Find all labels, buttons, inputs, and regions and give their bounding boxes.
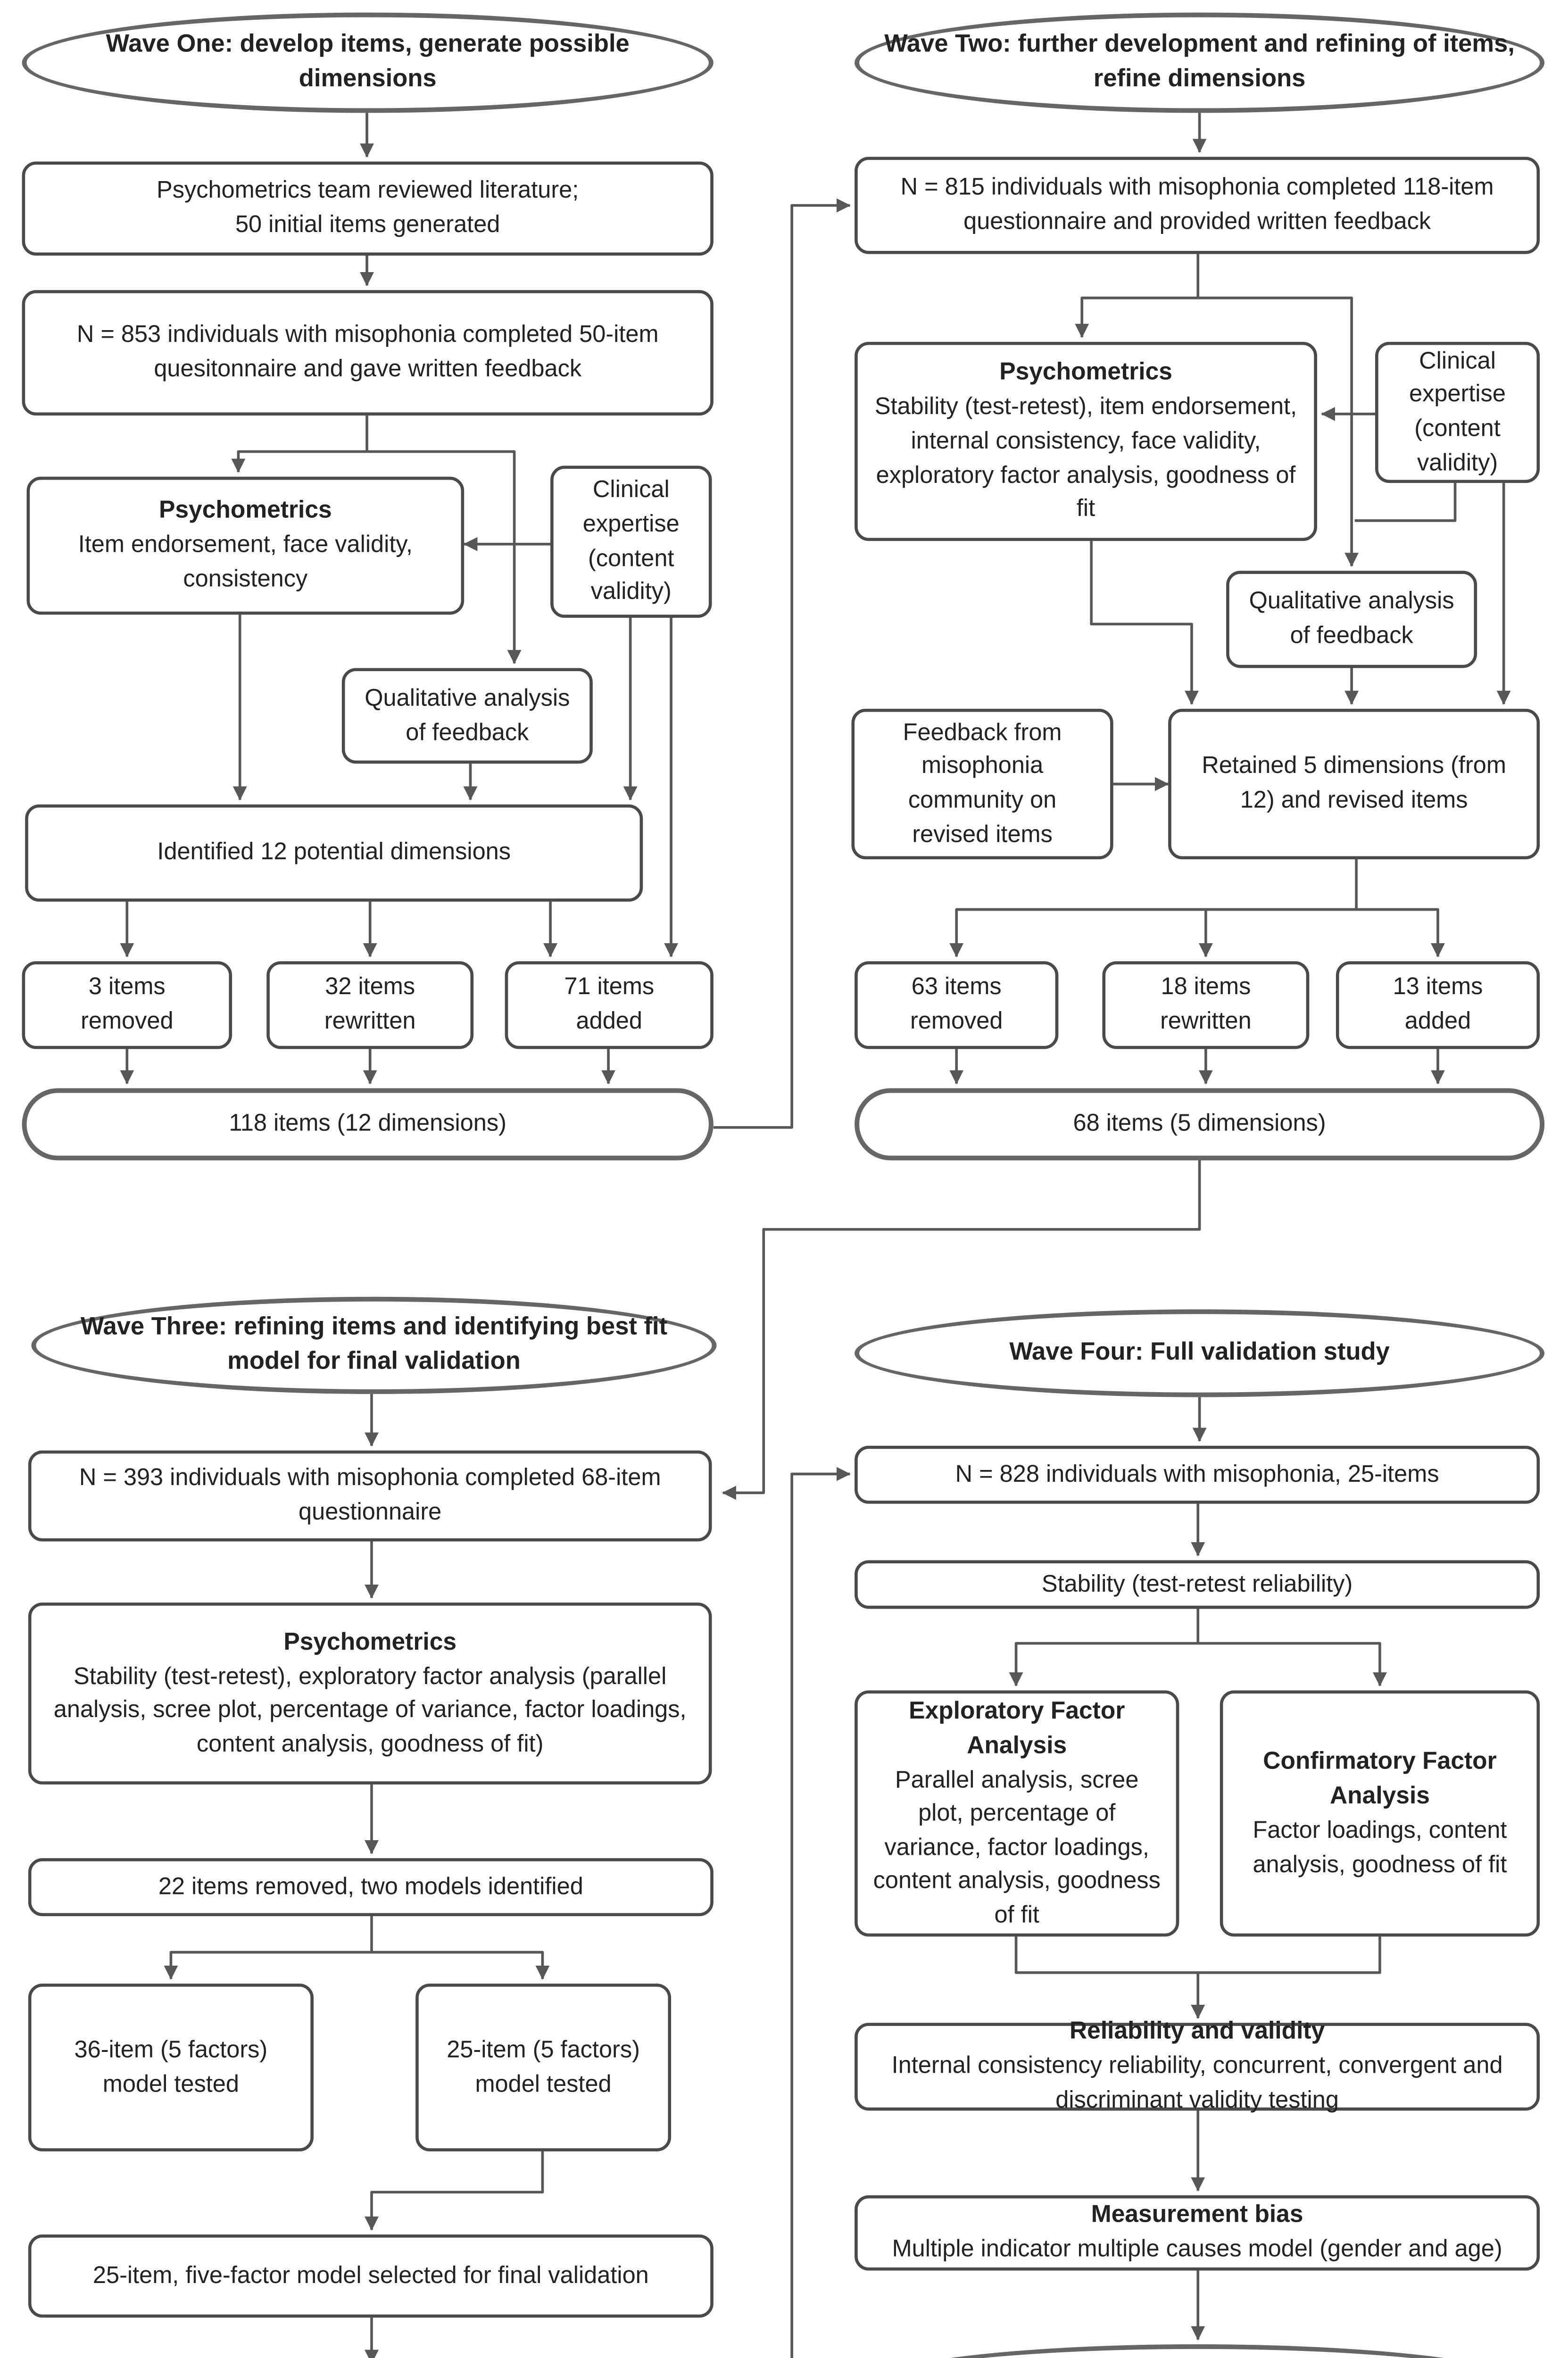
box-25-item-model: 25-item (5 factors) model tested bbox=[415, 1984, 672, 2151]
box-measurement-bias-body: Multiple indicator multiple causes model… bbox=[892, 2236, 1502, 2263]
box-3-items-removed: 3 items removed bbox=[22, 961, 232, 1049]
box-psychometrics-wave3-body: Stability (test-retest), exploratory fac… bbox=[53, 1663, 687, 1758]
box-measurement-bias-title: Measurement bias bbox=[1091, 2202, 1303, 2229]
box-psychometrics-wave2-title: Psychometrics bbox=[999, 359, 1172, 387]
box-qualitative-analysis-wave1-label: Qualitative analysis of feedback bbox=[365, 685, 570, 746]
box-71-items-added: 71 items added bbox=[505, 961, 713, 1049]
box-25-item-selected: 25-item, five-factor model selected for … bbox=[28, 2234, 713, 2318]
box-qualitative-analysis-wave1: Qualitative analysis of feedback bbox=[341, 668, 593, 764]
box-n853-label: N = 853 individuals with misophonia comp… bbox=[76, 322, 659, 383]
box-psychometrics-wave1-title: Psychometrics bbox=[159, 498, 332, 524]
box-literature-review: Psychometrics team reviewed literature; … bbox=[22, 161, 713, 256]
oval-wave-two-label: Wave Two: further development and refini… bbox=[884, 31, 1515, 93]
box-n393-label: N = 393 individuals with misophonia comp… bbox=[79, 1465, 661, 1526]
box-clinical-expertise-wave2-label: Clinical expertise (content validity) bbox=[1409, 348, 1506, 476]
oval-wave-three: Wave Three: refining items and identifyi… bbox=[31, 1296, 717, 1394]
box-stability-label: Stability (test-retest reliability) bbox=[1041, 1570, 1353, 1598]
oval-118-items: 118 items (12 dimensions) bbox=[22, 1088, 713, 1161]
box-n815: N = 815 individuals with misophonia comp… bbox=[855, 157, 1540, 254]
box-71-items-added-label: 71 items added bbox=[564, 974, 655, 1035]
oval-wave-one-label: Wave One: develop items, generate possib… bbox=[106, 31, 630, 93]
box-identified-dimensions-label: Identified 12 potential dimensions bbox=[157, 839, 511, 866]
box-63-items-removed-label: 63 items removed bbox=[910, 974, 1003, 1035]
box-18-items-rewritten: 18 items rewritten bbox=[1102, 961, 1310, 1049]
box-psychometrics-wave2-body: Stability (test-retest), item endorsemen… bbox=[874, 394, 1297, 523]
box-36-item-model-label: 36-item (5 factors) model tested bbox=[74, 2036, 268, 2098]
box-22-items-removed: 22 items removed, two models identified bbox=[28, 1858, 713, 1917]
box-n853: N = 853 individuals with misophonia comp… bbox=[22, 290, 713, 416]
box-36-item-model: 36-item (5 factors) model tested bbox=[28, 1984, 314, 2151]
box-25-item-selected-label: 25-item, five-factor model selected for … bbox=[92, 2262, 649, 2289]
box-exploratory-factor-analysis: Exploratory Factor Analysis Parallel ana… bbox=[855, 1690, 1179, 1937]
box-confirmatory-factor-analysis: Confirmatory Factor Analysis Factor load… bbox=[1220, 1690, 1540, 1937]
box-psychometrics-wave1: Psychometrics Item endorsement, face val… bbox=[26, 476, 465, 615]
box-clinical-expertise-wave2: Clinical expertise (content validity) bbox=[1375, 341, 1540, 483]
box-psychometrics-wave2: Psychometrics Stability (test-retest), i… bbox=[855, 341, 1317, 541]
box-measurement-bias: Measurement bias Multiple indicator mult… bbox=[855, 2195, 1540, 2271]
box-psychometrics-wave1-body: Item endorsement, face validity, consist… bbox=[78, 532, 413, 593]
box-community-feedback: Feedback from misophonia community on re… bbox=[851, 708, 1113, 860]
box-reliability-validity: Reliability and validity Internal consis… bbox=[855, 2019, 1540, 2114]
box-psychometrics-wave3: Psychometrics Stability (test-retest), e… bbox=[28, 1602, 712, 1785]
oval-wave-two: Wave Two: further development and refini… bbox=[855, 12, 1545, 113]
box-efa-title: Exploratory Factor Analysis bbox=[909, 1697, 1125, 1759]
box-13-items-added-label: 13 items added bbox=[1393, 974, 1483, 1035]
box-community-feedback-label: Feedback from misophonia community on re… bbox=[903, 719, 1062, 848]
box-retained-dimensions-label: Retained 5 dimensions (from 12) and revi… bbox=[1202, 753, 1506, 814]
oval-wave-four: Wave Four: Full validation study bbox=[855, 1309, 1545, 1397]
box-63-items-removed: 63 items removed bbox=[855, 961, 1059, 1049]
box-identified-dimensions: Identified 12 potential dimensions bbox=[25, 804, 643, 902]
box-18-items-rewritten-label: 18 items rewritten bbox=[1160, 974, 1252, 1035]
oval-68-items: 68 items (5 dimensions) bbox=[855, 1088, 1545, 1161]
box-literature-review-label: Psychometrics team reviewed literature; … bbox=[157, 178, 579, 239]
oval-wave-one: Wave One: develop items, generate possib… bbox=[22, 12, 713, 113]
box-qualitative-analysis-wave2-label: Qualitative analysis of feedback bbox=[1249, 589, 1454, 649]
box-25-item-model-label: 25-item (5 factors) model tested bbox=[447, 2036, 640, 2098]
box-efa-body: Parallel analysis, scree plot, percentag… bbox=[873, 1766, 1161, 1929]
box-stability: Stability (test-retest reliability) bbox=[855, 1560, 1540, 1609]
box-22-items-removed-label: 22 items removed, two models identified bbox=[158, 1873, 583, 1900]
box-32-items-rewritten: 32 items rewritten bbox=[266, 961, 474, 1049]
oval-118-items-label: 118 items (12 dimensions) bbox=[229, 1110, 506, 1137]
box-psychometrics-wave3-title: Psychometrics bbox=[283, 1628, 457, 1655]
box-3-items-removed-label: 3 items removed bbox=[81, 974, 174, 1035]
box-retained-dimensions: Retained 5 dimensions (from 12) and revi… bbox=[1168, 708, 1540, 860]
box-n828-label: N = 828 individuals with misophonia, 25-… bbox=[955, 1461, 1439, 1488]
oval-68-items-label: 68 items (5 dimensions) bbox=[1073, 1110, 1326, 1137]
box-clinical-expertise-wave1-label: Clinical expertise (content validity) bbox=[582, 477, 680, 606]
box-n815-label: N = 815 individuals with misophonia comp… bbox=[900, 174, 1494, 235]
oval-wave-four-label: Wave Four: Full validation study bbox=[1009, 1338, 1390, 1366]
oval-wave-three-label: Wave Three: refining items and identifyi… bbox=[80, 1313, 668, 1376]
box-clinical-expertise-wave1: Clinical expertise (content validity) bbox=[550, 465, 712, 618]
box-32-items-rewritten-label: 32 items rewritten bbox=[324, 974, 416, 1035]
box-reliability-validity-title: Reliability and validity bbox=[1069, 2018, 1325, 2046]
box-13-items-added: 13 items added bbox=[1336, 961, 1540, 1049]
box-cfa-title: Confirmatory Factor Analysis bbox=[1263, 1748, 1497, 1810]
box-qualitative-analysis-wave2: Qualitative analysis of feedback bbox=[1226, 571, 1477, 668]
box-cfa-body: Factor loadings, content analysis, goodn… bbox=[1253, 1817, 1507, 1878]
box-n828: N = 828 individuals with misophonia, 25-… bbox=[855, 1445, 1540, 1504]
box-n393: N = 393 individuals with misophonia comp… bbox=[28, 1450, 712, 1542]
box-reliability-validity-body: Internal consistency reliability, concur… bbox=[891, 2053, 1503, 2114]
